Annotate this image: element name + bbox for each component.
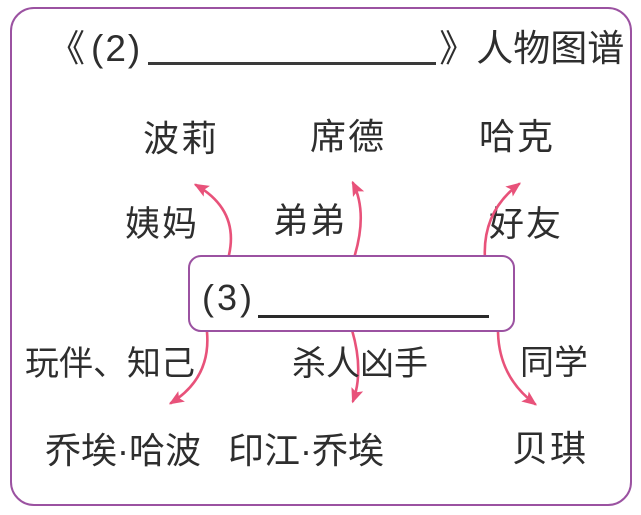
title-blank-number: (2) — [91, 28, 143, 69]
title-suffix: 人物图谱 — [476, 28, 625, 69]
center-blank-number: (3) — [202, 277, 255, 318]
title-close-quote: 》 — [439, 28, 477, 69]
relation-label-friend: 好友 — [489, 205, 564, 244]
character-name-becky: 贝琪 — [512, 428, 589, 469]
character-name-polly: 波莉 — [143, 118, 220, 159]
relation-label-aunt: 姨妈 — [125, 205, 200, 244]
center-blank-line — [258, 315, 489, 318]
center-character-box: (3) — [188, 255, 515, 332]
page-frame — [10, 7, 632, 506]
character-name-injun-joe: 印江·乔埃 — [228, 430, 384, 471]
relation-label-classmate: 同学 — [520, 344, 588, 382]
relation-label-playmate-confidant: 玩伴、知己 — [25, 345, 195, 383]
title-open-quote: 《 — [48, 28, 85, 69]
character-name-huck: 哈克 — [479, 116, 556, 157]
title-blank-line — [148, 52, 437, 65]
character-name-sid: 席德 — [310, 116, 387, 157]
relation-label-brother: 弟弟 — [273, 202, 348, 241]
relation-label-murderer: 杀人凶手 — [292, 345, 428, 383]
book-title: 《(2) 》人物图谱 — [48, 28, 624, 71]
character-name-joe-harper: 乔埃·哈波 — [45, 430, 201, 471]
